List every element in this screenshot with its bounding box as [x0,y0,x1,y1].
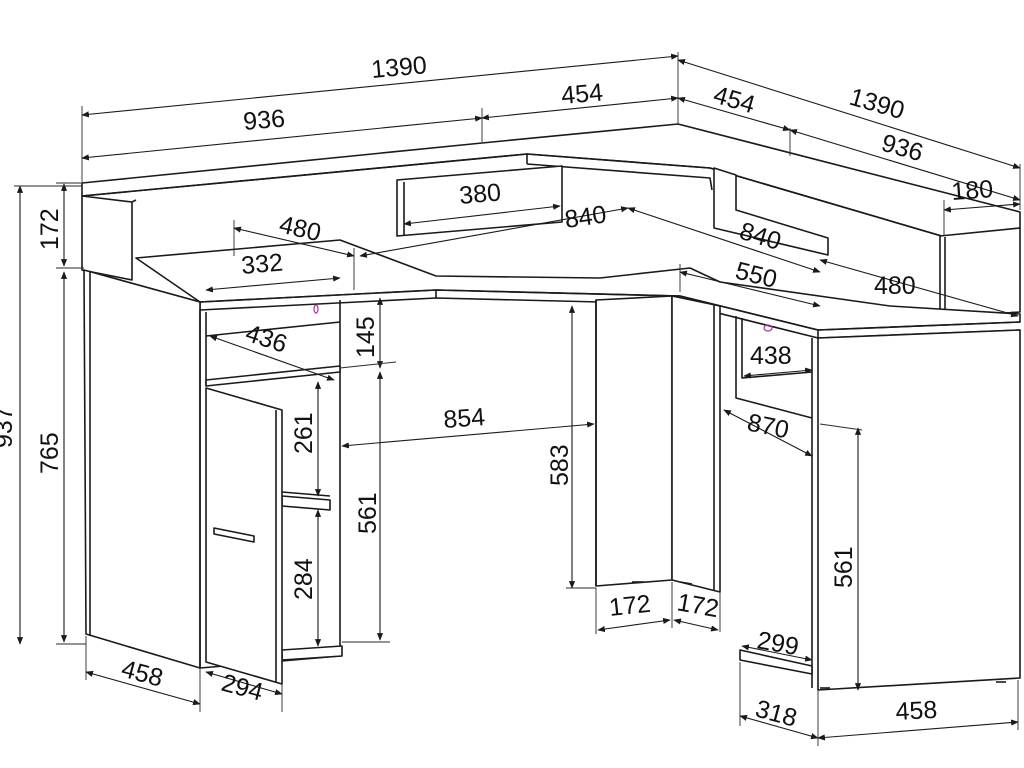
dim-hutch-depth-right: 180 [950,175,994,206]
dim-desk-diag-left: 840 [563,200,608,234]
dim-upper-compartment: 261 [290,412,318,454]
hutch-inner-edge [526,163,713,191]
dimension-lines [14,52,1021,746]
left-cabinet-drawer-line [205,321,341,337]
hutch-front-edge [81,153,946,238]
desk-drawing [81,123,1021,691]
dim-cabinet-depth-left: 458 [118,655,166,693]
dim-top-corner-left: 454 [560,78,604,110]
door-handle-icon [213,527,255,543]
leg-foot-b [679,581,693,585]
dim-desk-depth-left: 480 [277,211,324,248]
hutch-right-panel [939,227,1021,319]
dim-leg-width-b: 172 [675,588,721,623]
dim-lower-compartment: 284 [290,558,318,600]
dim-drawer-height: 145 [352,316,380,358]
dim-top-total-right: 1390 [846,83,907,125]
dim-top-total-left: 1390 [370,51,428,84]
dim-right-knee-width: 870 [745,408,792,444]
dim-total-height: 937 [0,406,18,448]
pin-mark-left [313,304,319,314]
pin-mark-right [763,324,773,332]
dim-hutch-gap: 380 [458,178,502,210]
dim-cabinet-top-depth: 332 [240,248,284,280]
dim-right-inner-depth: 438 [750,342,792,370]
middle-left-leg [595,295,673,587]
dim-cabinet-depth-right: 458 [895,696,938,726]
dim-desk-height: 765 [36,432,64,474]
dim-cabinet-inner-depth-left: 436 [242,319,290,359]
dim-cabinet-height-left: 561 [354,492,382,534]
dim-base-depth-right: 318 [752,695,800,733]
dim-top-shelf-right: 936 [878,129,926,167]
left-cabinet-middle-shelf-edge [281,491,331,497]
middle-right-leg [671,295,721,593]
dim-hutch-height: 172 [36,208,64,250]
left-cabinet-shelf [205,365,341,387]
dim-desk-depth-right: 480 [874,272,916,300]
left-cabinet-door [205,387,283,685]
dim-top-shelf-left: 936 [242,104,286,136]
dim-knee-height: 583 [546,444,574,486]
left-cabinet-side [83,269,201,669]
left-cabinet-middle-shelf [281,495,331,511]
dim-leg-width-a: 172 [608,590,652,622]
dim-cabinet-height-right: 561 [830,546,858,588]
dim-knee-width-left: 854 [442,403,486,434]
hutch-left-panel-edge [131,199,137,203]
dim-top-corner-right: 454 [710,81,758,119]
left-cabinet-plinth [281,645,343,661]
hutch-left-panel [81,195,133,281]
right-cabinet-side [817,329,1021,691]
